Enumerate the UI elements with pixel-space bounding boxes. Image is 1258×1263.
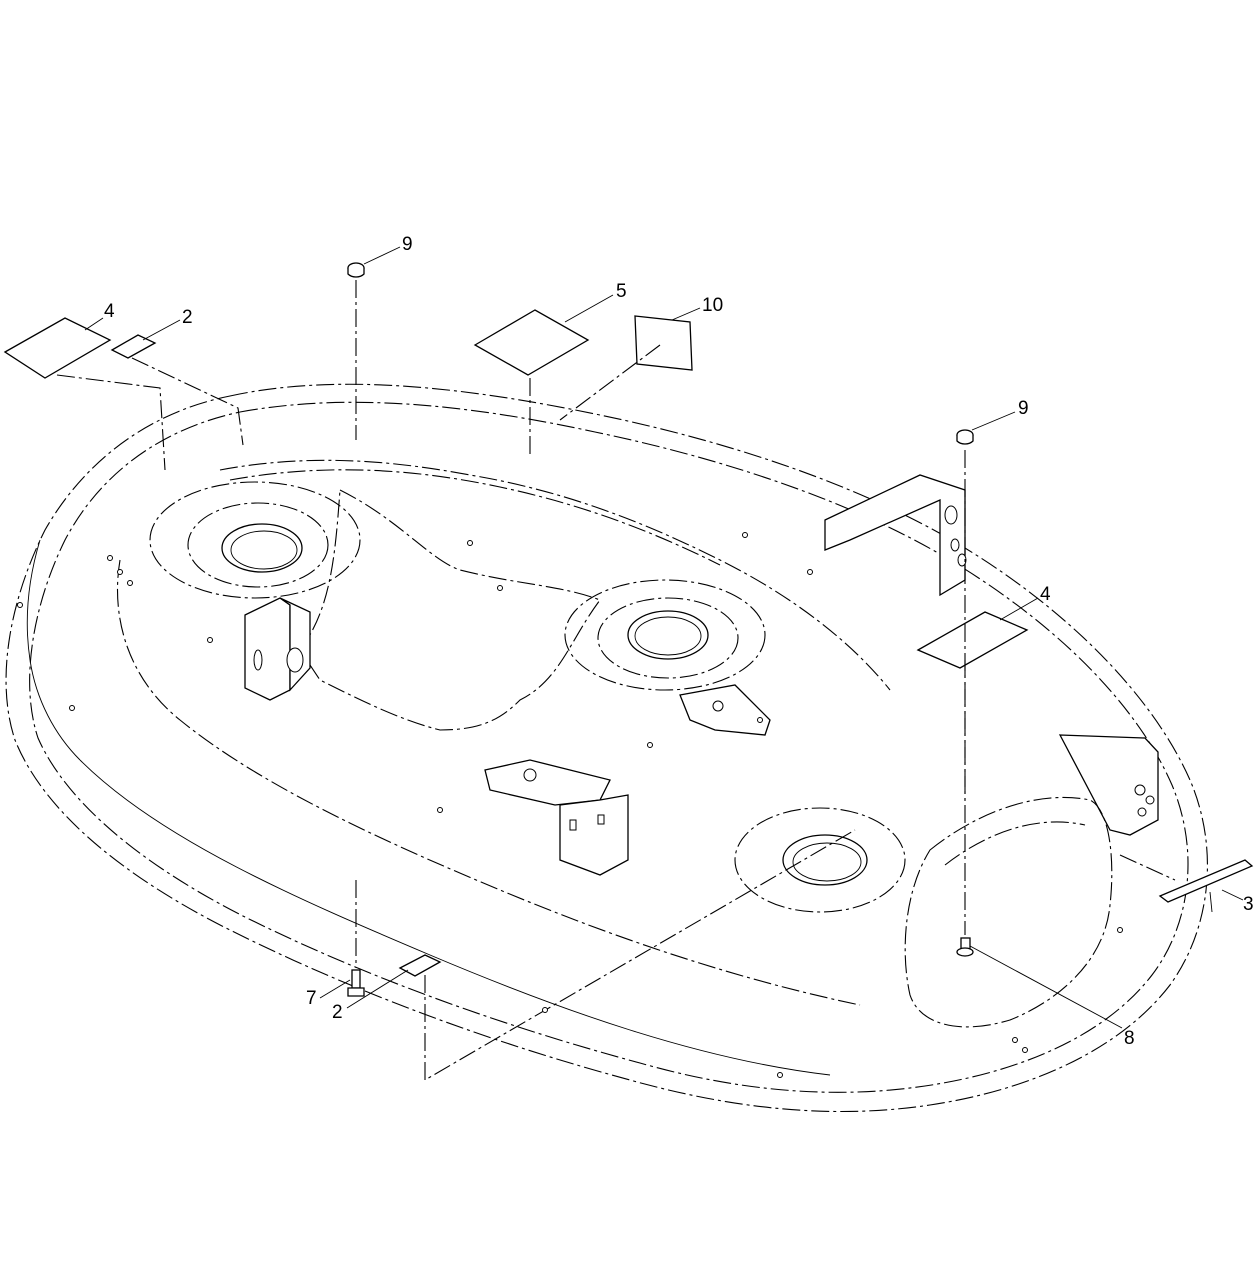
callout-4-left: 4 — [104, 301, 115, 322]
bracket-center — [484, 759, 629, 876]
callout-2-bottom: 2 — [332, 1002, 343, 1023]
decal-4-right — [916, 611, 1029, 669]
decal-5 — [473, 309, 590, 376]
deck-holes — [17, 532, 1123, 1078]
bracket-right-lower — [1058, 734, 1159, 836]
mower-deck-outline — [5, 383, 1208, 1113]
spindle-left — [149, 481, 361, 599]
bracket-mid — [679, 684, 771, 736]
bracket-left — [244, 597, 311, 701]
discharge-deflector — [904, 796, 1113, 1028]
callout-10: 10 — [702, 295, 723, 316]
callout-9-right: 9 — [1018, 398, 1029, 419]
bracket-right-upper — [824, 474, 967, 597]
callout-leaders — [84, 246, 1244, 1029]
callout-7: 7 — [306, 988, 317, 1009]
flange-nut-right — [956, 429, 974, 445]
bolt-8 — [956, 937, 974, 957]
spindle-center — [564, 579, 766, 691]
assembly-lines — [56, 280, 1176, 1081]
bolt-7 — [347, 969, 365, 997]
callout-5: 5 — [616, 281, 627, 302]
flange-nut-top — [347, 262, 365, 278]
deck-shell-inner — [117, 459, 891, 1006]
decal-3 — [1158, 859, 1254, 913]
callout-labels: 9 5 10 4 2 9 4 3 7 2 8 — [104, 234, 1254, 1049]
center-baffle — [299, 489, 601, 731]
callout-9-top: 9 — [402, 234, 413, 255]
decal-2-bottom — [398, 954, 442, 977]
decal-10 — [634, 315, 693, 371]
callout-8: 8 — [1124, 1028, 1135, 1049]
callout-3: 3 — [1243, 894, 1254, 915]
decal-2-top — [110, 334, 157, 359]
callout-4-right: 4 — [1040, 584, 1051, 605]
decal-4-left — [3, 317, 112, 379]
spindle-right — [734, 807, 906, 913]
callout-2-top: 2 — [182, 307, 193, 328]
